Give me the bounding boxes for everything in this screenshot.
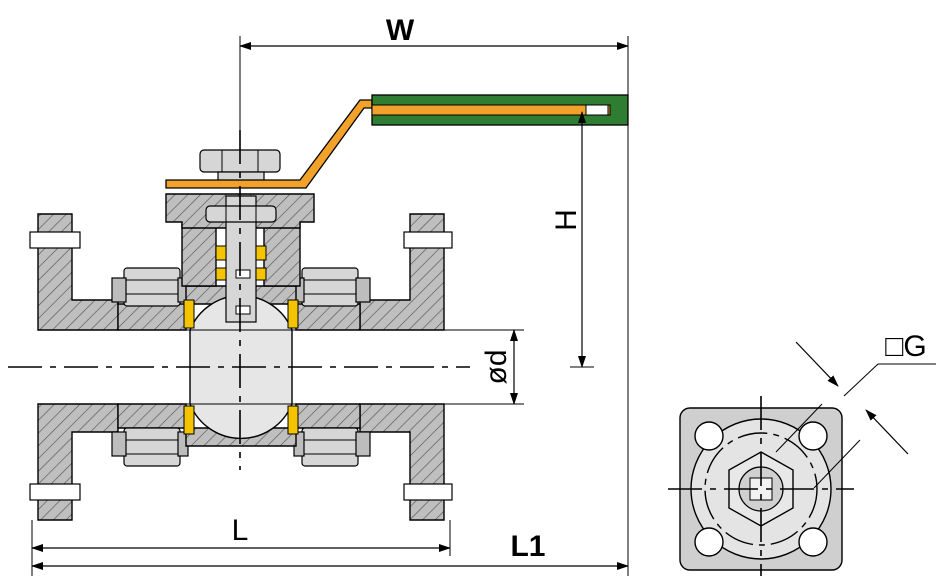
seat-upper-left	[183, 299, 195, 329]
top-view-mounting-pad: □G	[668, 330, 936, 576]
body-bolt-lower-left	[111, 427, 189, 467]
stem-nut-lower	[205, 205, 277, 223]
lever-handle	[165, 94, 629, 189]
right-flange-bolt-hole-top	[403, 231, 453, 249]
body-end-right-lower	[295, 403, 361, 429]
dim-h-label: H	[550, 209, 583, 231]
dim-l-label: L	[232, 514, 249, 547]
left-flange-bolt-hole-bottom	[29, 483, 81, 501]
pad-bolt-hole-bottom-left	[694, 527, 724, 557]
body-end-right-upper	[295, 303, 361, 331]
right-flange-bolt-hole-bottom	[403, 483, 453, 501]
dim-w-label: W	[386, 14, 415, 47]
dimension-l1: L1	[31, 530, 629, 570]
front-section-view	[8, 36, 629, 521]
dim-od-label: ød	[480, 349, 513, 384]
dim-l1-label: L1	[510, 530, 545, 563]
pad-bolt-hole-top-left	[694, 421, 724, 451]
right-flange-lower	[359, 403, 445, 521]
pad-bolt-hole-bottom-right	[798, 527, 828, 557]
seat-lower-left	[183, 405, 195, 435]
dimension-h: H	[550, 111, 594, 368]
right-flange-upper	[359, 213, 445, 331]
left-flange-upper	[37, 213, 119, 331]
body-end-left-lower	[117, 403, 187, 429]
left-flange-bolt-hole-top	[29, 231, 81, 249]
body-bolt-upper-left	[111, 267, 189, 307]
dimension-w: W	[239, 14, 629, 576]
body-bolt-lower-right	[293, 427, 371, 467]
seat-lower-right	[287, 405, 299, 435]
pad-bolt-hole-top-right	[798, 421, 828, 451]
dimension-l: L	[31, 514, 451, 576]
seat-upper-right	[287, 299, 299, 329]
body-end-left-upper	[117, 303, 187, 331]
dim-g-label: □G	[885, 330, 926, 363]
body-bolt-upper-right	[293, 267, 371, 307]
left-flange-lower	[37, 403, 119, 521]
dimension-od: ød	[444, 329, 524, 405]
